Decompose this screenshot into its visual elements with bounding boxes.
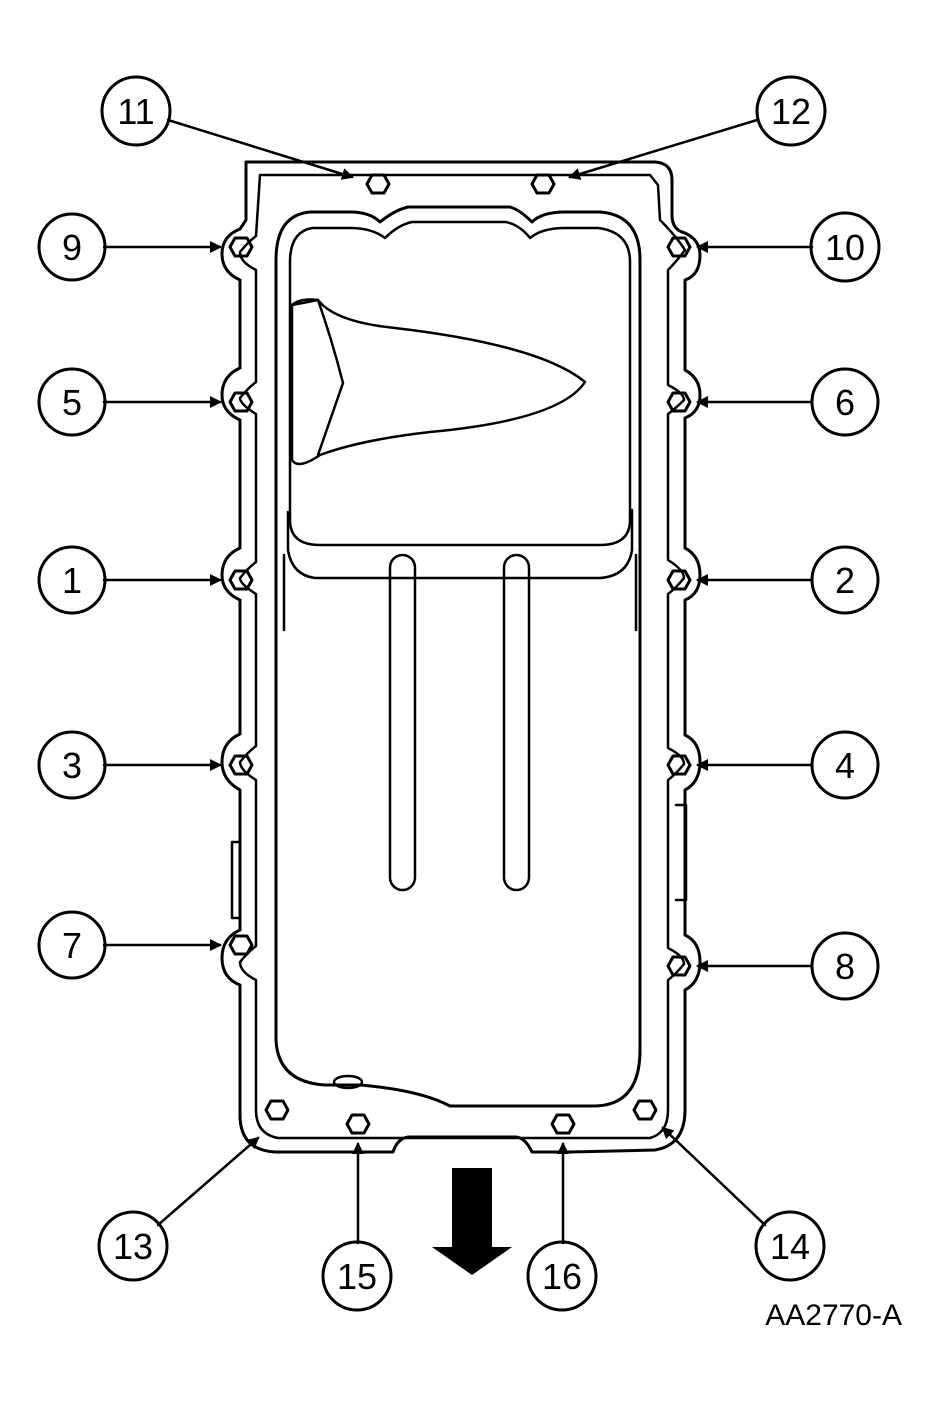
hex-bolt-icon [666, 391, 692, 413]
hex-bolt-icon [228, 236, 254, 258]
hex-bolt-icon [666, 569, 692, 591]
svg-text:1: 1 [62, 560, 82, 601]
hex-bolt-icon [666, 236, 692, 258]
oil-pan-outline [220, 160, 702, 1154]
callout-12: 12 [755, 75, 827, 147]
callout-6: 6 [810, 367, 880, 437]
svg-text:3: 3 [62, 745, 82, 786]
svg-text:2: 2 [835, 560, 855, 601]
hex-bolt-icon-group [228, 173, 692, 1135]
hex-bolt-icon [228, 934, 254, 956]
svg-text:13: 13 [113, 1226, 153, 1267]
hex-bolt-icon [228, 754, 254, 776]
svg-text:4: 4 [835, 745, 855, 786]
hex-bolt-icon [264, 1099, 290, 1121]
svg-text:7: 7 [62, 925, 82, 966]
svg-text:16: 16 [542, 1256, 582, 1297]
callout-14: 14 [754, 1210, 826, 1282]
svg-text:15: 15 [337, 1256, 377, 1297]
leader-arrows [102, 118, 814, 1245]
hex-bolt-icon [632, 1099, 658, 1121]
figure-id: AA2770-A [765, 1299, 902, 1332]
svg-text:8: 8 [835, 946, 855, 987]
hex-bolt-icon [228, 391, 254, 413]
callout-8: 8 [810, 931, 880, 1001]
svg-text:6: 6 [835, 382, 855, 423]
callout-10: 10 [809, 211, 881, 283]
callout-9: 9 [37, 212, 107, 282]
callout-3: 3 [37, 730, 107, 800]
callout-4: 4 [810, 730, 880, 800]
callout-1: 1 [37, 545, 107, 615]
oil-pan-sump [230, 205, 688, 1108]
svg-text:12: 12 [771, 91, 811, 132]
svg-text:11: 11 [117, 91, 154, 132]
callout-5: 5 [37, 367, 107, 437]
callout-16: 16 [526, 1240, 598, 1312]
svg-text:14: 14 [770, 1226, 810, 1267]
callout-group: 11 12 9 10 5 6 1 2 3 4 7 8 13 14 15 16 [37, 75, 881, 1312]
svg-text:5: 5 [62, 382, 82, 423]
front-direction-arrow-icon [432, 1168, 512, 1275]
hex-bolt-icon [345, 1113, 371, 1135]
hex-bolt-icon [228, 569, 254, 591]
hex-bolt-icon [666, 754, 692, 776]
svg-text:10: 10 [825, 227, 865, 268]
hex-bolt-icon [530, 173, 556, 195]
callout-15: 15 [321, 1240, 393, 1312]
hex-bolt-icon [550, 1113, 576, 1135]
callout-2: 2 [810, 545, 880, 615]
callout-13: 13 [97, 1210, 169, 1282]
callout-7: 7 [37, 910, 107, 980]
hex-bolt-icon [666, 955, 692, 977]
hex-bolt-icon [365, 173, 391, 195]
callout-11: 11 [100, 75, 172, 147]
svg-text:9: 9 [62, 227, 82, 268]
